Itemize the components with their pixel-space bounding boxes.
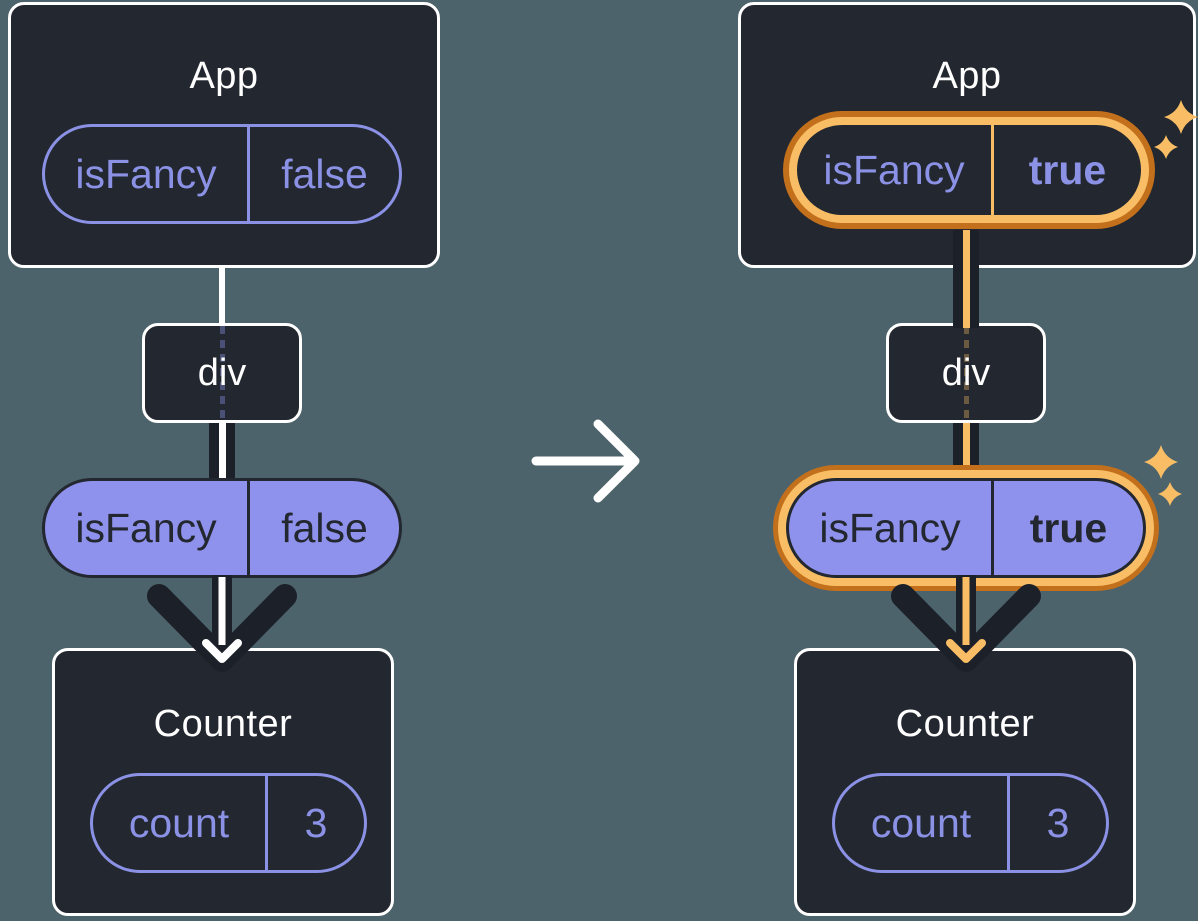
prop-value: false bbox=[247, 481, 399, 575]
div-node-label: div bbox=[197, 351, 247, 394]
prop-key: isFancy bbox=[819, 504, 961, 551]
state-pill: count 3 bbox=[90, 773, 367, 873]
pass-through-stripe bbox=[219, 326, 225, 420]
state-pill: count 3 bbox=[832, 773, 1109, 873]
component-title: Counter bbox=[895, 703, 1035, 745]
prop-pill-highlighted: isFancy true bbox=[786, 478, 1146, 578]
div-node-box: div bbox=[886, 323, 1046, 423]
state-pill: isFancy false bbox=[42, 124, 402, 224]
counter-component-box: Counter count 3 bbox=[52, 648, 394, 916]
component-title: App bbox=[932, 55, 1002, 97]
prop-pill: isFancy false bbox=[42, 478, 402, 578]
edge-app-to-div bbox=[219, 262, 225, 328]
prop-key: isFancy bbox=[75, 504, 217, 551]
counter-component-box: Counter count 3 bbox=[794, 648, 1136, 916]
app-component-box: App isFancy false bbox=[8, 2, 440, 268]
state-value: false bbox=[247, 127, 399, 221]
edge-div-to-prop bbox=[209, 415, 235, 483]
component-title: App bbox=[189, 55, 259, 97]
app-component-box: App isFancy true bbox=[738, 2, 1196, 268]
div-node-box: div bbox=[142, 323, 302, 423]
prop-value: true bbox=[991, 481, 1143, 575]
state-key: count bbox=[128, 799, 230, 846]
state-value: true bbox=[991, 125, 1141, 215]
pass-through-stripe bbox=[963, 326, 969, 420]
state-key: isFancy bbox=[823, 146, 965, 193]
component-title: Counter bbox=[153, 703, 293, 745]
state-value: 3 bbox=[265, 776, 364, 870]
edge-div-to-prop bbox=[953, 415, 979, 483]
state-value: 3 bbox=[1007, 776, 1106, 870]
state-pill-highlighted: isFancy true bbox=[789, 117, 1149, 223]
div-node-label: div bbox=[941, 351, 991, 394]
state-key: count bbox=[870, 799, 972, 846]
edge-app-to-div bbox=[953, 230, 979, 328]
edge-highlight-stripe bbox=[962, 415, 970, 483]
edge-highlight-stripe bbox=[218, 415, 226, 483]
state-key: isFancy bbox=[75, 150, 217, 197]
edge-highlight-stripe bbox=[962, 230, 970, 328]
